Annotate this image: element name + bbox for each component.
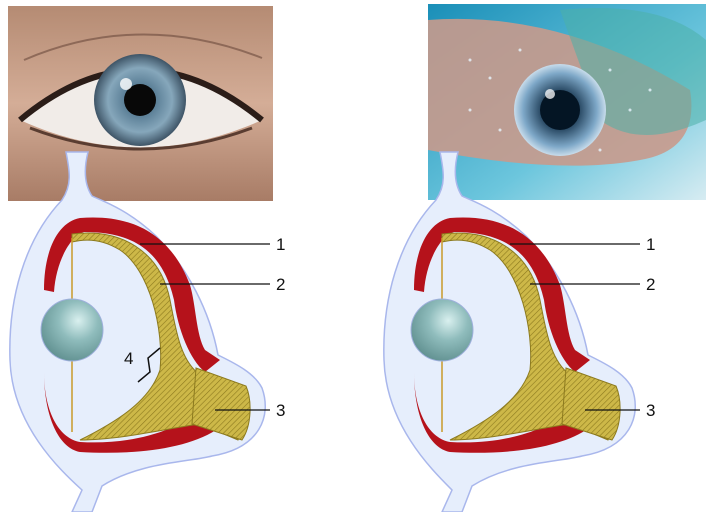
lens xyxy=(41,299,103,361)
squid-eye-cross-section xyxy=(384,152,635,512)
label-2: 2 xyxy=(276,275,285,294)
human-eye-cross-section xyxy=(10,152,265,512)
label-2: 2 xyxy=(646,275,655,294)
label-1: 1 xyxy=(276,235,285,254)
label-3: 3 xyxy=(276,401,285,420)
human-eye-photo xyxy=(8,6,273,201)
label-1: 1 xyxy=(646,235,655,254)
label-4: 4 xyxy=(124,349,133,368)
squid-panel: 1 2 3 xyxy=(384,4,706,512)
lens xyxy=(411,299,473,361)
label-3: 3 xyxy=(646,401,655,420)
human-panel: 1 2 3 4 xyxy=(8,6,285,512)
squid-eye-photo xyxy=(428,4,706,200)
